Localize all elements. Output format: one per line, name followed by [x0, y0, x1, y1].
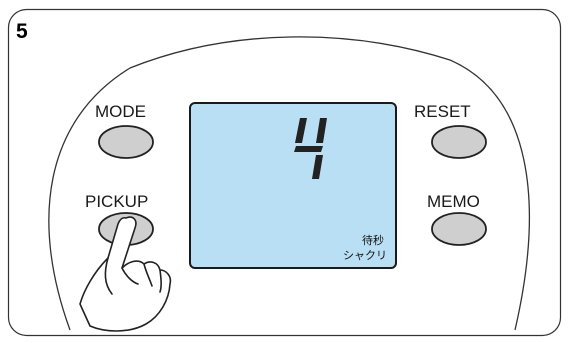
finger-crease-3: [159, 269, 162, 293]
segment-upper-left: [295, 118, 307, 143]
lcd-screen: [189, 102, 397, 269]
memo-label: MEMO: [427, 192, 480, 211]
reset-label: RESET: [414, 102, 471, 121]
memo-button[interactable]: [431, 212, 487, 246]
mode-button[interactable]: [98, 125, 154, 159]
pickup-label: PICKUP: [85, 192, 148, 211]
finger-crease-1: [121, 267, 139, 285]
unit-label-shakuri: シャクリ: [343, 249, 387, 262]
segment-lower-right: [312, 155, 323, 179]
lcd-display: 4 待秒 シャクリ: [189, 102, 397, 269]
device-body-outline: [48, 36, 530, 331]
segment-middle: [294, 146, 323, 152]
mode-label: MODE: [95, 102, 146, 121]
finger-crease-2: [143, 263, 153, 287]
step-number: 5: [16, 20, 28, 43]
seven-segment-digit: [294, 118, 327, 179]
unit-label-seconds: 待秒: [362, 233, 384, 247]
hand-pointer-icon: [79, 216, 172, 332]
thumb-line: [104, 257, 113, 295]
reset-button[interactable]: [431, 125, 487, 159]
segment-upper-right: [316, 118, 327, 143]
